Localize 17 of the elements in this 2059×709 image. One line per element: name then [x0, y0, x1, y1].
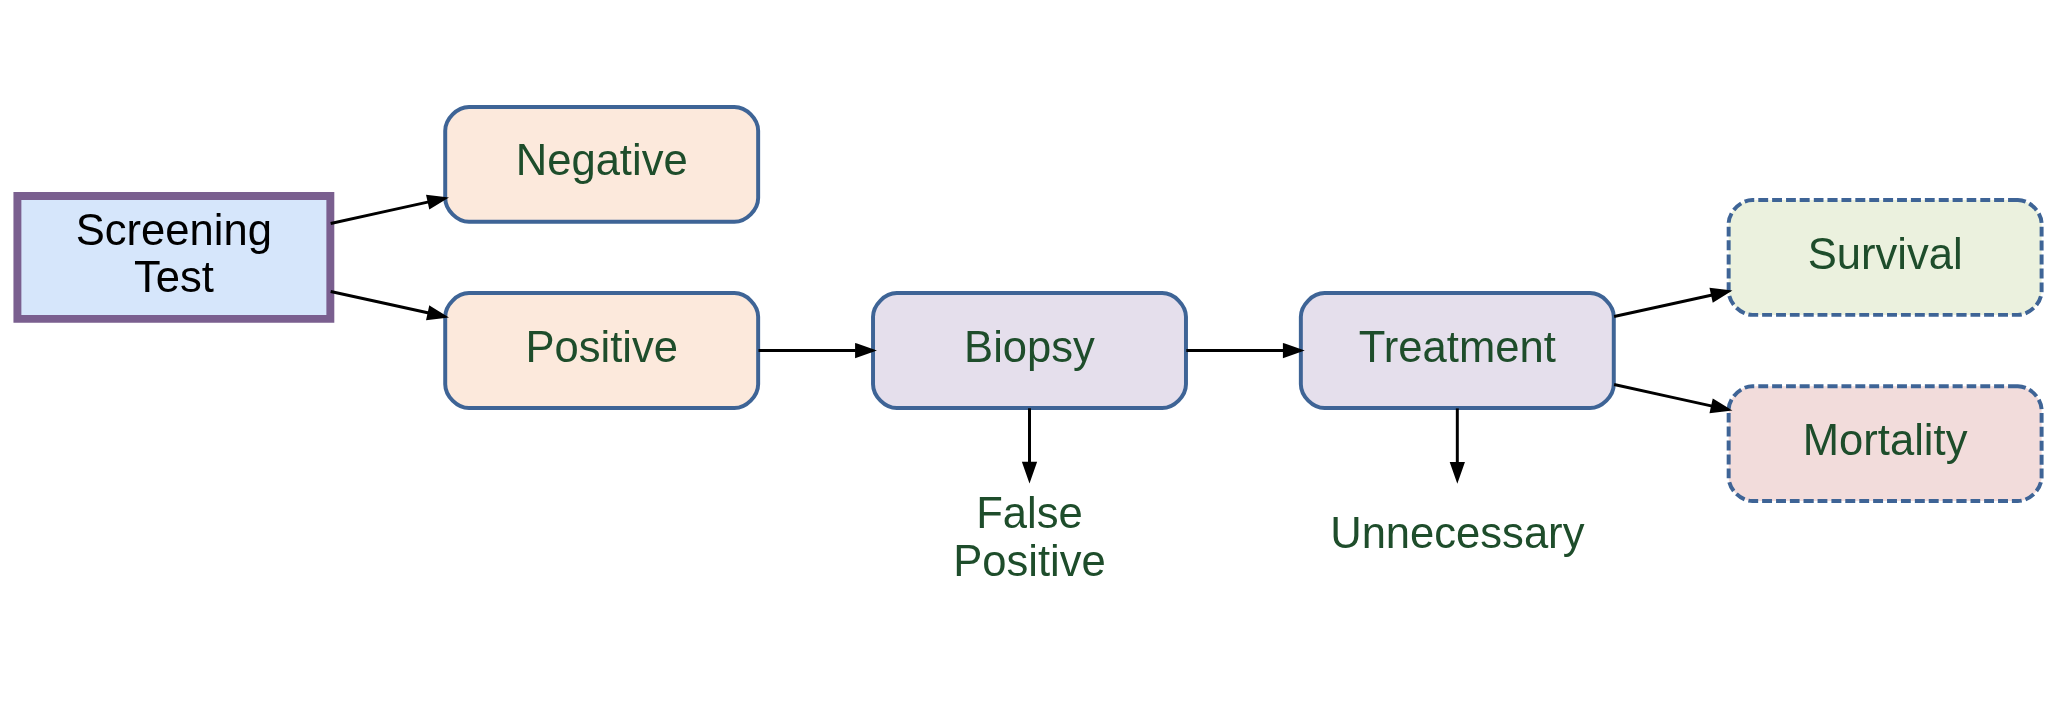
node-text: Unnecessary — [1330, 508, 1585, 557]
arrow — [1021, 408, 1038, 484]
node-box: Positive — [443, 291, 761, 410]
arrow — [1449, 408, 1465, 484]
arrow — [1613, 287, 1733, 318]
node-text: False Positive — [953, 489, 1106, 585]
arrow — [1186, 342, 1305, 359]
arrow — [330, 194, 449, 225]
arrow — [758, 342, 877, 359]
node-box: Survival — [1726, 198, 2044, 317]
node-box: Treatment — [1298, 291, 1616, 410]
node-box: Mortality — [1726, 384, 2044, 504]
arrow — [1613, 383, 1733, 414]
node-box: Biopsy — [871, 291, 1188, 410]
arrow — [330, 290, 449, 321]
node-box: Screening Test — [13, 192, 335, 323]
node-box: Negative — [443, 104, 761, 224]
